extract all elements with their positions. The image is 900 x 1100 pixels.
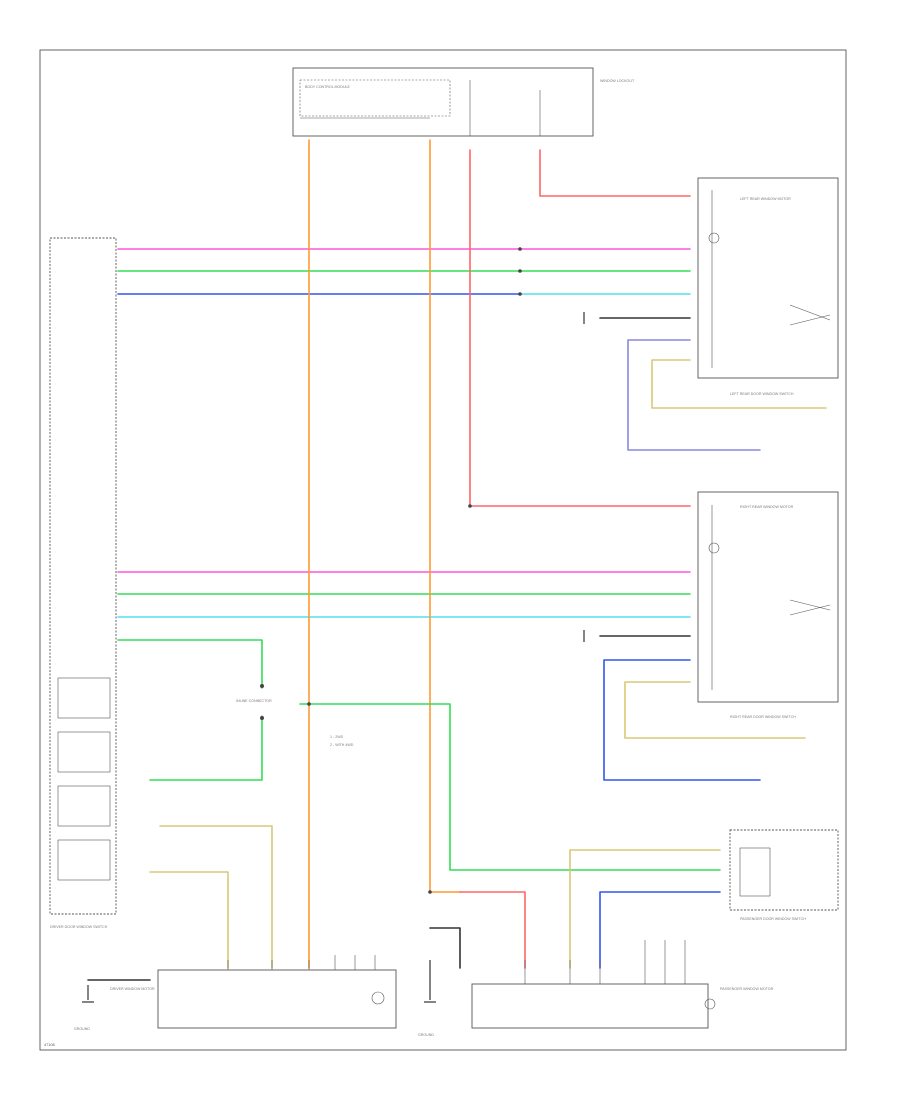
wire-harness xyxy=(87,139,827,981)
wire-red-top xyxy=(539,149,691,197)
lr-switch-label: LEFT REAR DOOR WINDOW SWITCH xyxy=(730,392,794,396)
connector-pins xyxy=(227,940,686,984)
splices xyxy=(260,247,522,894)
wire-orange-right xyxy=(429,139,461,893)
pass-motor-label: PASSENGER WINDOW MOTOR xyxy=(720,987,774,991)
wire-blue-pass xyxy=(599,891,721,969)
driver-motor-label: DRIVER WINDOW MOTOR xyxy=(110,987,155,991)
wire-yellow-pass xyxy=(569,849,721,969)
passenger-door-window-switch: PASSENGER DOOR WINDOW SWITCH xyxy=(729,829,839,921)
wire-green-inline-top xyxy=(117,639,263,689)
wire-green-inline-bottom xyxy=(149,715,263,781)
ground-label-driver: GROUND xyxy=(74,1027,90,1031)
wire-green-pass xyxy=(299,703,721,871)
ground-symbols: GROUND GROUND xyxy=(74,312,585,1037)
rr-motor-label: RIGHT REAR WINDOW MOTOR xyxy=(740,505,794,509)
pass-switch-label: PASSENGER DOOR WINDOW SWITCH xyxy=(740,917,806,921)
wire-yellow-rr xyxy=(624,681,806,739)
note-2: 2 - WITH 4WD xyxy=(330,743,354,747)
ground-label-pass: GROUND xyxy=(418,1033,434,1037)
bcm-title-label: BODY CONTROL MODULE xyxy=(305,85,351,89)
driver-switch-label: DRIVER DOOR WINDOW SWITCH xyxy=(50,925,108,929)
passenger-window-motor: PASSENGER WINDOW MOTOR xyxy=(471,983,774,1029)
right-rear-window-motor: RIGHT REAR WINDOW MOTOR RIGHT REAR DOOR … xyxy=(697,491,839,719)
ground-symbol-pass: GROUND xyxy=(418,960,436,1037)
lr-motor-label: LEFT REAR WINDOW MOTOR xyxy=(740,197,791,201)
wire-red-main xyxy=(469,149,691,507)
inline-connector-label: INLINE CONNECTOR xyxy=(236,699,272,703)
wire-red-bottom xyxy=(459,891,526,969)
inline-connector: INLINE CONNECTOR 1 - 2WD 2 - WITH 4WD xyxy=(236,699,354,747)
bcm-side-label: WINDOW LOCKOUT xyxy=(600,79,635,83)
left-switch-column: DRIVER DOOR WINDOW SWITCH xyxy=(49,237,117,929)
ground-symbol-driver: GROUND xyxy=(74,985,94,1031)
footer-code: 47108 xyxy=(44,1043,55,1047)
rr-switch-label: RIGHT REAR DOOR WINDOW SWITCH xyxy=(730,715,796,719)
wire-dark-pass-gnd xyxy=(429,927,461,969)
wire-yellow-driver-b xyxy=(149,871,229,969)
left-rear-window-motor: LEFT REAR WINDOW MOTOR LEFT REAR DOOR WI… xyxy=(697,177,839,396)
diagram-frame xyxy=(39,49,847,1051)
driver-window-motor: DRIVER WINDOW MOTOR xyxy=(110,969,397,1029)
body-control-module: BODY CONTROL MODULE WINDOW LOCKOUT xyxy=(292,67,635,137)
note-1: 1 - 2WD xyxy=(330,735,344,739)
wire-yellow-driver-a xyxy=(159,825,273,969)
wire-blue-rr xyxy=(603,659,761,781)
wire-slate-lr xyxy=(627,339,761,451)
wire-yellow-lr xyxy=(651,359,827,409)
